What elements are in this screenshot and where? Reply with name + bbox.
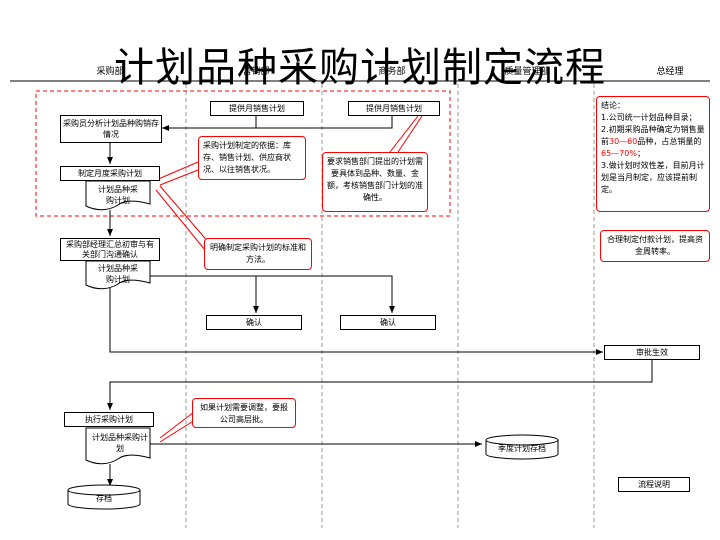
connector — [162, 116, 257, 131]
step-label: 审批生效 — [636, 348, 668, 357]
connector — [107, 360, 653, 410]
callout-pointer — [389, 115, 419, 153]
callout-pointer — [159, 411, 195, 439]
step-label: 执行采购计划 — [85, 415, 133, 424]
document-shape — [85, 180, 151, 211]
callout-pointer — [159, 185, 211, 245]
step-sales-plan-commerce: 提供月销售计划 — [348, 101, 440, 116]
page-title: 计划品种采购计划制定流程 — [114, 45, 606, 91]
callout-pointer — [155, 161, 199, 181]
step-label: 制定月度采购计划 — [78, 169, 142, 178]
conclusion-text: 品种，占总销量的 — [637, 137, 702, 146]
connector — [150, 275, 259, 313]
lane-header-gm: 总经理 — [656, 67, 684, 77]
process-notes-link[interactable]: 流程说明 — [618, 477, 690, 492]
connector — [256, 116, 393, 129]
callout-payment-plan: 合理制定付款计划，提高资金周转率。 — [600, 230, 710, 262]
conclusion-text: 2.初期采购品种确定为销售量前 — [601, 125, 705, 146]
conclusion-line-1: 1.公司统一计划品种目录； — [601, 113, 697, 122]
db-quarterly-archive: 季度计划存档 — [498, 444, 546, 453]
document-shape — [85, 427, 151, 465]
step-confirm-marketing: 确认 — [206, 315, 302, 330]
document-shape — [85, 260, 151, 290]
lane-header-commerce: 商务部 — [378, 67, 406, 77]
step-confirm-commerce: 确认 — [340, 315, 436, 330]
scope-frame — [35, 90, 451, 217]
connector — [109, 288, 603, 355]
callout-pointer — [159, 417, 199, 443]
database-shape — [485, 434, 559, 446]
step-label: 采购员分析计划品种购销存情况 — [63, 119, 159, 139]
conclusion-line-2: 2.初期采购品种确定为销售量前30—60品种，占总销量的65—70%； — [601, 124, 705, 160]
step-label: 提供月销售计划 — [229, 104, 285, 113]
db-archive: 存档 — [96, 494, 112, 503]
connector — [256, 275, 395, 313]
conclusion-highlight: 65—70% — [601, 149, 637, 158]
callout-adjustment: 如果计划需要调整，要报公司高层批。 — [192, 398, 296, 428]
conclusion-box: 结论： 1.公司统一计划品种目录； 2.初期采购品种确定为销售量前30—60品种… — [596, 96, 710, 212]
conclusion-highlight: 30—60 — [609, 137, 638, 146]
step-label: 确认 — [246, 318, 262, 327]
lane-header-marketing: 营销部 — [242, 67, 270, 77]
callout-standards: 明确制定采购计划的标准和方法。 — [204, 238, 312, 270]
step-approval: 审批生效 — [604, 345, 700, 360]
step-monthly-plan: 制定月度采购计划 — [60, 166, 160, 181]
step-execute-plan: 执行采购计划 — [64, 412, 154, 427]
callout-sales-accuracy: 要求销售部门提出的计划需要具体到品种、数量、金额，考核销售部门计划的准确性。 — [322, 152, 428, 212]
step-label: 采购部经理汇总初审与有关部门沟通确认 — [66, 239, 154, 259]
callout-pointer — [159, 169, 199, 186]
step-analyze-inventory: 采购员分析计划品种购销存情况 — [60, 115, 162, 143]
step-manager-review: 采购部经理汇总初审与有关部门沟通确认 — [60, 238, 160, 261]
lane-header-quality: 质量管理部 — [504, 67, 550, 77]
callout-plan-basis: 采购计划制定的依据：库存、销售计划、供应商状况、以往销售状况。 — [198, 136, 306, 180]
conclusion-text: ； — [636, 149, 645, 158]
step-sales-plan-marketing: 提供月销售计划 — [210, 101, 304, 116]
conclusion-title: 结论： — [601, 101, 625, 110]
doc-plan-1: 计划品种采购计划 — [98, 185, 138, 205]
conclusion-line-3: 3.做计划时效性差，目前月计划是当月制定，应该提前制定。 — [601, 161, 705, 194]
callout-pointer — [397, 115, 423, 153]
step-label: 确认 — [380, 318, 396, 327]
lane-header-procurement: 采购部 — [96, 67, 124, 77]
doc-plan-2: 计划品种采购计划 — [98, 264, 138, 284]
database-shape — [67, 484, 141, 496]
step-label: 提供月销售计划 — [366, 104, 422, 113]
callout-pointer — [155, 189, 206, 251]
step-label: 流程说明 — [638, 480, 670, 489]
doc-plan-3: 计划品种采购计划 — [92, 433, 148, 453]
